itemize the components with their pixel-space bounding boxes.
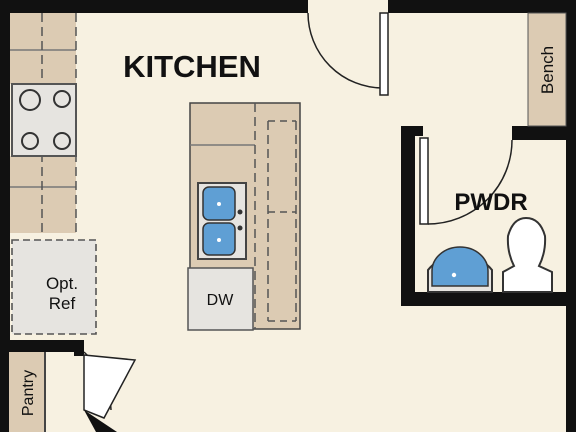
toilet <box>502 216 553 293</box>
dishwasher: DW <box>187 267 254 331</box>
entry-door <box>307 12 389 96</box>
powder-room-door <box>419 137 513 225</box>
bench: Bench <box>527 12 567 127</box>
kitchen-label: KITCHEN <box>123 49 261 84</box>
bench-label: Bench <box>538 46 557 94</box>
pedestal-sink <box>427 246 493 293</box>
fridge-label-line2: Ref <box>49 294 76 313</box>
fridge-label-line1: Opt. <box>46 274 78 293</box>
powder-room-label: PWDR <box>454 189 527 216</box>
cooktop <box>11 83 77 157</box>
dishwasher-label: DW <box>207 292 235 309</box>
optional-refrigerator: Opt. Ref <box>11 239 97 335</box>
double-sink <box>197 182 247 260</box>
pantry: Pantry <box>9 352 46 432</box>
pantry-door <box>83 351 137 432</box>
pantry-label: Pantry <box>20 370 37 416</box>
left-counter <box>10 13 77 233</box>
